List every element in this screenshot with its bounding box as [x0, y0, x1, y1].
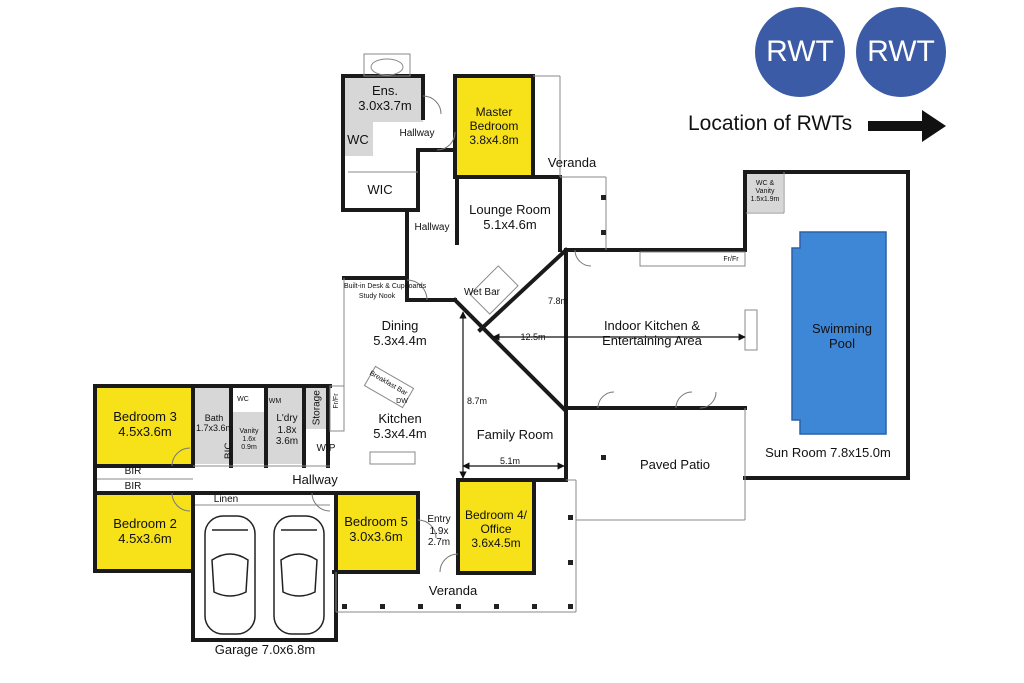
pool-shape [791, 231, 887, 435]
paved-patio-label: Paved Patio [639, 457, 711, 472]
hallway-low-label: Hallway [292, 472, 338, 487]
rwt-marker-1: RWT [755, 7, 845, 97]
veranda-posts [342, 195, 606, 609]
bedroom5-fill [334, 495, 418, 572]
ensuite-fill [343, 76, 423, 122]
doors [171, 95, 717, 573]
wc-vanity-fill [747, 172, 783, 212]
bedroom3-fill [97, 387, 193, 464]
wc-top-label: WC [347, 132, 369, 147]
linen-label: Linen [213, 494, 239, 505]
bir-1-label: BIR [124, 466, 142, 477]
bic-label: BIC [223, 442, 235, 460]
walls [93, 74, 910, 642]
storage-fill [305, 387, 328, 429]
bir-2-label: BIR [124, 481, 142, 492]
bath-fill [195, 387, 231, 464]
dim-5-1-label: 5.1m [499, 456, 520, 466]
dim-7-8-label: 7.8m [547, 296, 568, 306]
legend-text: Location of RWTs [688, 112, 853, 135]
bedroom4-fill [458, 480, 534, 573]
legend-arrow-icon [868, 110, 946, 142]
veranda-bottom-label: Veranda [428, 583, 478, 598]
wic-label: WIC [367, 182, 393, 197]
car-left [204, 515, 256, 635]
master-bedroom-fill [455, 76, 533, 177]
garage-label: Garage 7.0x6.8m [214, 642, 316, 657]
car-right [273, 515, 325, 635]
dw-label: DW [396, 398, 408, 405]
study-nook-label: Study Nook [358, 293, 396, 300]
fridge-label: Fr/Fr [723, 256, 739, 263]
dim-8-7-label: 8.7m [466, 396, 487, 406]
dim-12-5-label: 12.5m [520, 332, 546, 342]
wc-mid-label: WC [237, 396, 249, 403]
indoor-kitchen-label: Indoor Kitchen &Entertaining Area [602, 318, 702, 348]
sun-room-label: Sun Room 7.8x15.0m [765, 445, 891, 460]
wm-label: WM [268, 398, 282, 405]
hallway-top-label: Hallway [399, 128, 435, 139]
hallway-mid-label: Hallway [414, 222, 450, 233]
dimension-lines [459, 311, 746, 479]
wip-label: WIP [316, 443, 336, 454]
ensuite-label: Ens.3.0x3.7m [358, 83, 412, 113]
desk-label: Built-in Desk & Cupboards [344, 283, 427, 290]
storage-label: Storage [311, 390, 323, 426]
laundry-fill [268, 387, 304, 464]
wetbar-label: Wet Bar [464, 287, 500, 298]
veranda-top-label: Veranda [547, 155, 597, 170]
wc-top-fill [343, 122, 373, 156]
thin-lines [97, 53, 785, 613]
rwt-marker-2: RWT [856, 7, 946, 97]
fridge-small-label: Fr/Fr [332, 393, 340, 409]
family-room-label: Family Room [476, 427, 554, 442]
vanity-fill [232, 412, 266, 464]
